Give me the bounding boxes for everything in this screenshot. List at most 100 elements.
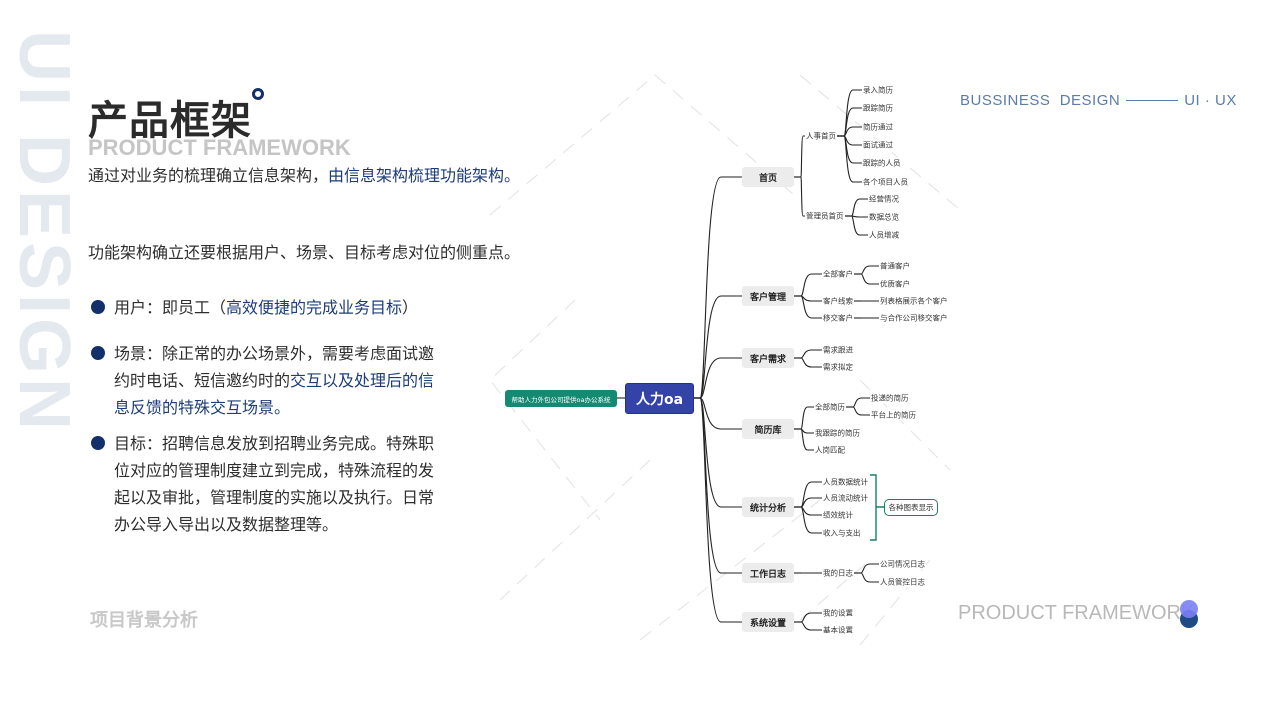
connector-line (843, 135, 862, 146)
mindmap-branch[interactable]: 系统设置 (742, 612, 794, 632)
page-title: 产品框架 (88, 98, 252, 144)
mindmap-node[interactable]: 录入简历 (862, 84, 894, 96)
connector-line (800, 506, 822, 516)
mindmap-node[interactable]: 全部客户 (822, 268, 854, 280)
bullet-line: 位对应的管理制度建立到完成，特殊流程的发 (114, 461, 435, 480)
mindmap-node[interactable]: 基本设置 (822, 624, 854, 636)
connector-line (851, 215, 868, 218)
connector-line (860, 273, 879, 285)
bullet-text: 用户：即员工（ (114, 298, 227, 317)
connector-line (800, 135, 805, 178)
mindmap-summary[interactable]: 各种图表显示 (884, 499, 938, 516)
mindmap-node[interactable]: 移交客户 (822, 312, 854, 324)
connector-line (800, 506, 822, 534)
connector-line (699, 397, 742, 430)
bullet-icon (91, 436, 105, 450)
business-design-tag: BUSSINESS DESIGN UI · UX (960, 92, 1237, 109)
connector-line (699, 397, 742, 623)
mindmap-node[interactable]: 各个项目人员 (862, 176, 909, 188)
connector-line (800, 295, 822, 302)
bullet-line: 办公导入导出以及数据整理等。 (114, 515, 339, 534)
connector-line (699, 357, 742, 399)
business-design-label: BUSSINESS DESIGN (960, 92, 1121, 109)
mindmap-node[interactable]: 跟踪的人员 (862, 157, 902, 169)
mindmap-branch[interactable]: 客户需求 (742, 348, 794, 368)
mindmap-node[interactable]: 数据总览 (868, 211, 900, 223)
connector-line (800, 349, 822, 359)
mindmap-node[interactable]: 经营情况 (868, 193, 900, 205)
mindmap-node[interactable]: 人岗匹配 (814, 444, 846, 456)
mindmap-node[interactable]: 人员增减 (868, 229, 900, 241)
mindmap-node[interactable]: 投递的简历 (870, 392, 910, 404)
mindmap-node[interactable]: 平台上的简历 (870, 409, 917, 421)
mindmap-node[interactable]: 我跟踪的简历 (814, 427, 861, 439)
connector-line (800, 621, 822, 631)
bullet-highlight: 高效便捷的完成业务目标 (226, 298, 403, 317)
mindmap-node[interactable]: 全部简历 (814, 401, 846, 413)
connector-line (852, 397, 870, 408)
bullet-line: 起以及审批，管理制度的实施以及执行。日常 (114, 488, 435, 507)
connector-line (850, 198, 868, 217)
degree-circle-icon (252, 88, 264, 100)
mindmap-branch[interactable]: 首页 (742, 167, 794, 187)
mindmap-node[interactable]: 跟踪简历 (862, 102, 894, 114)
intro-text: 通过对业务的梳理确立信息架构，由信息架构梳理功能架构。 (88, 162, 520, 189)
mindmap-node[interactable]: 普通客户 (879, 260, 911, 272)
ui-ux-label: UI · UX (1184, 92, 1237, 109)
connector-line (800, 295, 822, 319)
para-text: 功能架构确立还要根据用户、场景、目标考虑对位的侧重点。 (88, 243, 521, 262)
mindmap-node[interactable]: 列表格展示各个客户 (879, 295, 949, 307)
connector-line (860, 265, 879, 275)
connector-line (800, 612, 822, 623)
mindmap-node[interactable]: 人员流动统计 (822, 492, 869, 504)
connector-line (800, 497, 822, 508)
mindmap-node[interactable]: 客户线索 (822, 295, 854, 307)
bullet-line: 约时电话、短信邀约时的交互以及处理后的信 (114, 367, 434, 394)
mindmap-node[interactable]: 人员数据统计 (822, 476, 869, 488)
mindmap-node[interactable]: 简历通过 (862, 121, 894, 133)
connector-line (800, 428, 814, 434)
mindmap-node[interactable]: 需求跟进 (822, 344, 854, 356)
mindmap-node[interactable]: 与合作公司移交客户 (879, 312, 949, 324)
mindmap-node[interactable]: 优质客户 (879, 278, 911, 290)
connector-line (800, 176, 805, 217)
mindmap-node[interactable]: 我的日志 (822, 567, 854, 579)
mindmap-node[interactable]: 我的设置 (822, 607, 854, 619)
mindmap-node[interactable]: 绩效统计 (822, 509, 854, 521)
intro-highlight: 由信息架构梳理功能架构。 (328, 166, 521, 185)
bullet-text: ） (402, 298, 419, 317)
connector-line (800, 406, 814, 430)
connector-line (843, 135, 862, 183)
mindmap-note: 帮助人力外包公司提供oa办公系统 (505, 390, 617, 407)
connector-line (699, 295, 742, 399)
bullet-highlight: 交互以及处理后的信 (290, 371, 435, 390)
section-label: 项目背景分析 (90, 610, 198, 631)
connector-line (699, 397, 742, 574)
mindmap-node[interactable]: 公司情况日志 (879, 558, 926, 570)
connector-line (850, 215, 868, 236)
page-subtitle: PRODUCT FRAMEWORK (88, 135, 351, 160)
mindmap-node[interactable]: 人事首页 (805, 130, 837, 142)
mindmap-node[interactable]: 管理员首页 (805, 210, 845, 222)
mindmap-node[interactable]: 收入与支出 (822, 527, 862, 539)
bullet-icon (91, 300, 105, 314)
intro-plain: 通过对业务的梳理确立信息架构， (88, 166, 329, 185)
connector-line (860, 572, 879, 583)
mindmap-branch[interactable]: 简历库 (742, 419, 794, 439)
mindmap-root[interactable]: 人力oa (625, 383, 694, 414)
mindmap-node[interactable]: 人员管控日志 (879, 576, 926, 588)
decor-dot-icon (1180, 600, 1198, 618)
connector-line (699, 176, 742, 399)
bullet-icon (91, 346, 105, 360)
bullet-line: 息反馈的特殊交互场景。 (114, 398, 291, 417)
bullet-text: 约时电话、短信邀约时的 (114, 371, 291, 390)
mindmap-branch[interactable]: 客户管理 (742, 286, 794, 306)
bullet-user: 用户：即员工（高效便捷的完成业务目标） (114, 294, 418, 321)
connector-line (852, 406, 870, 416)
mindmap-node[interactable]: 需求拟定 (822, 361, 854, 373)
mindmap-branch[interactable]: 工作日志 (742, 563, 794, 583)
connector-line (800, 273, 822, 297)
mindmap-node[interactable]: 面试通过 (862, 139, 894, 151)
mindmap-branch[interactable]: 统计分析 (742, 497, 794, 517)
